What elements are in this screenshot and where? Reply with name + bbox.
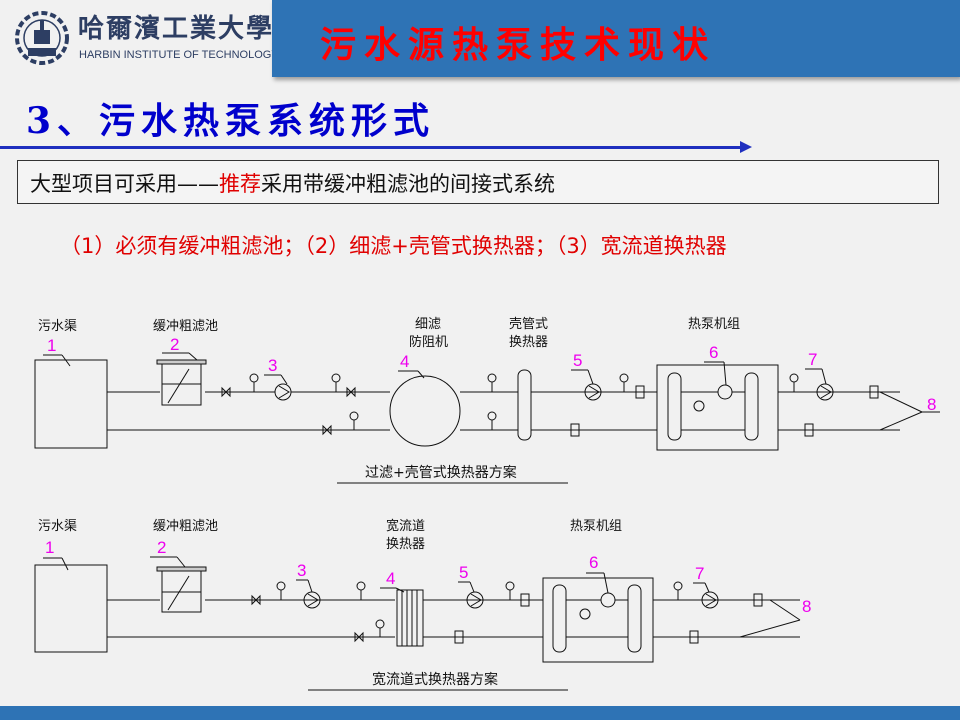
gauge-icon — [249, 373, 259, 383]
logo-emblem-icon — [15, 11, 69, 65]
number-3: 3 — [297, 561, 307, 580]
logo-english-name: HARBIN INSTITUTE OF TECHNOLOGY — [79, 49, 279, 61]
valve-icon — [346, 386, 356, 398]
number-6: 6 — [709, 343, 719, 362]
diagram2-caption: 宽流道式换热器方案 — [372, 672, 498, 688]
buffer-tank-icon — [150, 556, 207, 613]
wide-channel-hx-icon — [396, 589, 424, 647]
section-title: 3、污水热泵系统形式 — [26, 100, 436, 142]
label-sewage-channel: 污水渠 — [38, 319, 78, 334]
number-2: 2 — [170, 335, 180, 354]
intro-box: 大型项目可采用——推荐采用带缓冲粗滤池的间接式系统 — [17, 160, 939, 204]
sewage-channel-box — [34, 359, 108, 449]
number-4: 4 — [386, 569, 396, 588]
number-7: 7 — [808, 350, 818, 369]
gauge-icon — [487, 373, 497, 383]
label-hx-line1: 壳管式 — [509, 317, 549, 332]
diagram2-graphics — [34, 556, 801, 691]
label-buffer-tank: 缓冲粗滤池 — [153, 319, 219, 334]
title-banner: 污水源热泵技术现状 — [272, 0, 960, 77]
requirements-text: （1）必须有缓冲粗滤池；（2）细滤+壳管式换热器；（3）宽流道换热器 — [60, 234, 727, 258]
label-filter-line1: 细滤 — [415, 317, 442, 332]
compressor-icon — [717, 384, 733, 400]
pump-7-icon — [701, 591, 719, 609]
number-1: 1 — [47, 336, 57, 355]
arrow-icon — [740, 141, 752, 153]
slide-title: 污水源热泵技术现状 — [320, 24, 717, 66]
number-8: 8 — [927, 395, 937, 414]
label-sewage-channel: 污水渠 — [38, 519, 78, 534]
intro-highlight: 推荐 — [219, 172, 261, 196]
pump-7-icon — [816, 383, 834, 401]
intro-suffix: 采用带缓冲粗滤池的间接式系统 — [261, 172, 555, 196]
gauge-icon — [331, 373, 341, 383]
label-hx-line1: 宽流道 — [386, 519, 426, 534]
number-3: 3 — [268, 356, 278, 375]
logo-chinese-name: 哈爾濱工業大學 — [78, 14, 275, 44]
label-buffer-tank: 缓冲粗滤池 — [153, 519, 219, 534]
number-5: 5 — [459, 563, 469, 582]
intro-prefix: 大型项目可采用—— — [30, 172, 219, 196]
gauge-icon — [619, 373, 629, 383]
valve-icon — [322, 424, 332, 436]
gauge-icon — [349, 411, 359, 421]
label-heat-pump: 热泵机组 — [688, 317, 741, 332]
heat-pump-unit-box — [656, 364, 779, 451]
number-5: 5 — [573, 351, 583, 370]
number-4: 4 — [400, 352, 410, 371]
label-heat-pump: 热泵机组 — [570, 519, 623, 534]
footer-bar — [0, 706, 960, 720]
section-divider — [0, 146, 745, 149]
university-logo — [14, 10, 70, 66]
number-1: 1 — [45, 538, 55, 557]
pump-5-icon — [466, 591, 484, 609]
fine-filter-icon — [389, 375, 461, 447]
label-hx-line2: 换热器 — [386, 537, 426, 552]
heat-pump-unit-box — [542, 577, 654, 663]
diagram1-caption: 过滤+壳管式换热器方案 — [365, 465, 517, 481]
shell-tube-hx-icon — [517, 369, 532, 441]
label-filter-line2: 防阻机 — [409, 335, 449, 350]
number-8: 8 — [802, 597, 812, 616]
label-hx-line2: 换热器 — [509, 335, 549, 350]
diagram1-graphics — [34, 352, 940, 484]
gauge-icon — [789, 373, 799, 383]
gauge-icon — [487, 411, 497, 421]
valve-icon — [221, 386, 231, 398]
number-7: 7 — [695, 564, 705, 583]
number-6: 6 — [589, 553, 599, 572]
number-2: 2 — [157, 538, 167, 557]
buffer-tank-icon — [156, 352, 207, 406]
